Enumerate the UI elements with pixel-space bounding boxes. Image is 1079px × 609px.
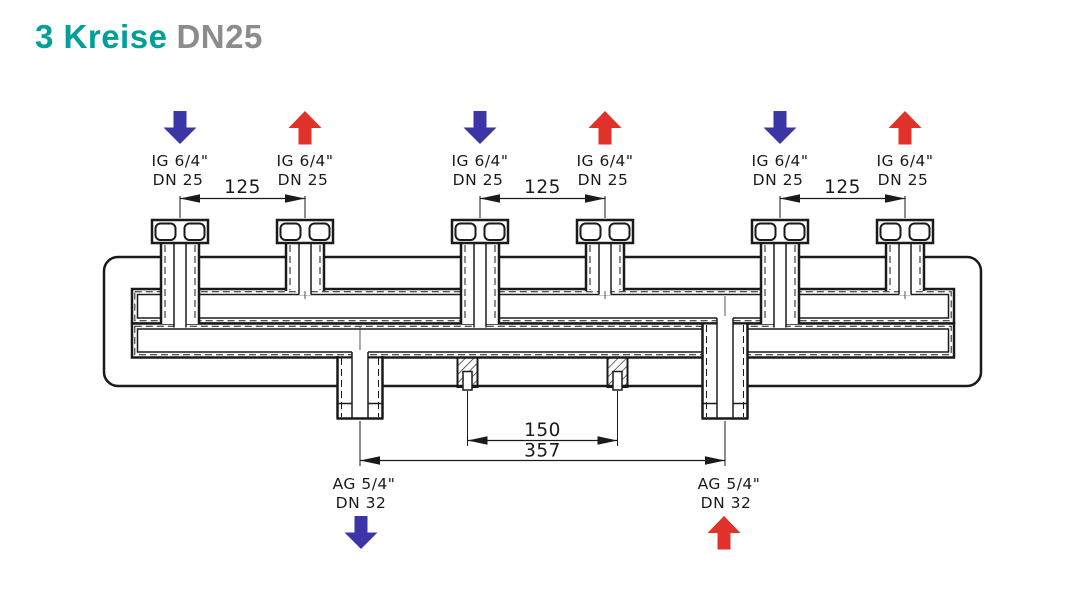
connection-dn-label: DN 32 [336,494,387,512]
title-size: DN25 [176,18,263,55]
dimension-150: 150 [467,420,618,445]
flow-down-arrow-icon [344,516,378,549]
connection-dn-label: DN 25 [878,171,929,189]
dimension-125-3: 125 [779,177,906,218]
hex-fitting-1 [150,218,210,245]
sensor-boss-left [456,356,479,446]
circuit-pipe-1 [150,218,210,328]
upper-chamber-pipe [130,287,956,325]
dimension-125-1: 125 [179,177,306,218]
connection-size-label: IG 6/4" [451,152,508,170]
hex-fitting-2 [275,218,335,245]
circuit-pipe-5 [750,218,810,328]
dimension-label: 357 [524,441,561,462]
dimension-125-2: 125 [479,177,606,218]
connection-dn-label: DN 25 [578,171,629,189]
flow-up-arrow-icon [888,111,922,145]
connection-size-label: IG 6/4" [276,152,333,170]
flow-down-arrow-icon [463,111,497,144]
dimension-label: 125 [224,177,261,198]
connection-size-label: IG 6/4" [576,152,633,170]
flow-down-arrow-icon [763,111,797,144]
bottom-connection-labels: AG 5/4" DN 32 AG 5/4" DN 32 [333,475,761,512]
connection-size-label: IG 6/4" [751,152,808,170]
connection-dn-label: DN 32 [701,494,752,512]
connection-dn-label: DN 25 [453,171,504,189]
sensor-boss-right [606,356,629,446]
connection-size-label: IG 6/4" [876,152,933,170]
lower-chamber-pipe [130,322,956,359]
circuit-pipe-6 [875,218,935,299]
top-connection-labels: IG 6/4" DN 25 IG 6/4" DN 25 IG 6/4" DN 2… [151,152,933,189]
bottom-connection-right [701,296,749,466]
title-circuits: 3 Kreise [35,18,168,55]
connection-dn-label: DN 25 [278,171,329,189]
dimension-label: 125 [524,177,561,198]
hex-fitting-6 [875,218,935,245]
connection-dn-label: DN 25 [753,171,804,189]
dimension-label: 125 [824,177,861,198]
flow-up-arrow-icon [707,516,741,550]
dimension-label: 150 [524,420,561,441]
bottom-connection-left [336,327,384,466]
circuit-pipe-3 [450,218,510,328]
circuit-pipe-4 [575,218,635,299]
hex-fitting-3 [450,218,510,245]
hex-fitting-4 [575,218,635,245]
connection-dn-label: DN 25 [153,171,204,189]
connection-size-label: AG 5/4" [333,475,396,493]
flow-up-arrow-icon [588,111,622,145]
circuit-pipe-2 [275,218,335,299]
hex-fitting-5 [750,218,810,245]
flow-down-arrow-icon [163,111,197,144]
connection-size-label: AG 5/4" [698,475,761,493]
connection-size-label: IG 6/4" [151,152,208,170]
flow-up-arrow-icon [288,111,322,145]
dimension-357: 357 [360,441,725,465]
